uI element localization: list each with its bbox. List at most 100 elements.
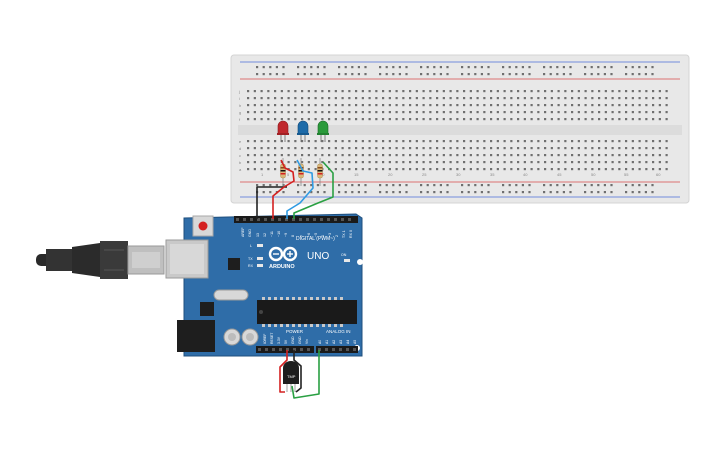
breadboard-hole[interactable] xyxy=(467,73,470,76)
breadboard-hole[interactable] xyxy=(409,161,412,164)
breadboard-hole[interactable] xyxy=(402,147,405,150)
breadboard-hole[interactable] xyxy=(402,161,405,164)
usb-cable[interactable] xyxy=(36,241,165,279)
breadboard-hole[interactable] xyxy=(260,118,263,121)
breadboard-hole[interactable] xyxy=(280,90,283,93)
breadboard-hole[interactable] xyxy=(490,97,493,100)
breadboard-hole[interactable] xyxy=(625,147,628,150)
breadboard-hole[interactable] xyxy=(402,90,405,93)
breadboard-hole[interactable] xyxy=(269,73,272,76)
breadboard-hole[interactable] xyxy=(631,154,634,157)
breadboard-hole[interactable] xyxy=(402,140,405,143)
breadboard-hole[interactable] xyxy=(375,118,378,121)
breadboard-hole[interactable] xyxy=(543,73,546,76)
breadboard-hole[interactable] xyxy=(611,97,614,100)
breadboard-hole[interactable] xyxy=(321,161,324,164)
breadboard-hole[interactable] xyxy=(517,97,520,100)
breadboard-hole[interactable] xyxy=(483,111,486,114)
breadboard-hole[interactable] xyxy=(557,97,560,100)
breadboard-hole[interactable] xyxy=(405,184,408,187)
breadboard-hole[interactable] xyxy=(571,154,574,157)
breadboard-hole[interactable] xyxy=(301,104,304,107)
breadboard-hole[interactable] xyxy=(297,184,300,187)
breadboard-hole[interactable] xyxy=(483,104,486,107)
breadboard-hole[interactable] xyxy=(577,111,580,114)
breadboard-hole[interactable] xyxy=(503,154,506,157)
black-ground-wire[interactable] xyxy=(256,186,287,219)
breadboard-hole[interactable] xyxy=(523,168,526,171)
breadboard-hole[interactable] xyxy=(469,97,472,100)
breadboard-hole[interactable] xyxy=(439,184,442,187)
breadboard-hole[interactable] xyxy=(357,66,360,69)
breadboard-hole[interactable] xyxy=(543,184,546,187)
breadboard-hole[interactable] xyxy=(301,154,304,157)
breadboard-hole[interactable] xyxy=(569,191,572,194)
breadboard-hole[interactable] xyxy=(395,90,398,93)
breadboard-hole[interactable] xyxy=(436,104,439,107)
green-led[interactable] xyxy=(317,120,329,142)
breadboard-hole[interactable] xyxy=(550,168,553,171)
breadboard-hole[interactable] xyxy=(523,140,526,143)
breadboard-hole[interactable] xyxy=(338,184,341,187)
breadboard-hole[interactable] xyxy=(591,97,594,100)
breadboard-hole[interactable] xyxy=(388,97,391,100)
breadboard-hole[interactable] xyxy=(395,140,398,143)
breadboard-hole[interactable] xyxy=(368,154,371,157)
breadboard-hole[interactable] xyxy=(598,97,601,100)
breadboard-hole[interactable] xyxy=(562,73,565,76)
breadboard-hole[interactable] xyxy=(402,97,405,100)
breadboard-hole[interactable] xyxy=(517,118,520,121)
breadboard-hole[interactable] xyxy=(638,97,641,100)
breadboard-hole[interactable] xyxy=(517,111,520,114)
breadboard-hole[interactable] xyxy=(508,73,511,76)
breadboard-hole[interactable] xyxy=(463,118,466,121)
breadboard-hole[interactable] xyxy=(402,104,405,107)
breadboard-hole[interactable] xyxy=(638,154,641,157)
breadboard-hole[interactable] xyxy=(446,73,449,76)
breadboard-hole[interactable] xyxy=(361,161,364,164)
breadboard-hole[interactable] xyxy=(328,90,331,93)
breadboard-hole[interactable] xyxy=(530,161,533,164)
breadboard-hole[interactable] xyxy=(598,161,601,164)
breadboard-hole[interactable] xyxy=(341,168,344,171)
breadboard-hole[interactable] xyxy=(556,191,559,194)
breadboard-hole[interactable] xyxy=(480,73,483,76)
breadboard-hole[interactable] xyxy=(321,154,324,157)
breadboard-hole[interactable] xyxy=(571,147,574,150)
breadboard-hole[interactable] xyxy=(334,90,337,93)
breadboard-hole[interactable] xyxy=(323,184,326,187)
breadboard-hole[interactable] xyxy=(456,90,459,93)
breadboard-hole[interactable] xyxy=(645,118,648,121)
breadboard-hole[interactable] xyxy=(247,147,250,150)
breadboard-hole[interactable] xyxy=(476,104,479,107)
breadboard-hole[interactable] xyxy=(564,90,567,93)
breadboard-hole[interactable] xyxy=(426,191,429,194)
breadboard-hole[interactable] xyxy=(469,161,472,164)
breadboard-hole[interactable] xyxy=(429,118,432,121)
breadboard-hole[interactable] xyxy=(625,118,628,121)
breadboard-hole[interactable] xyxy=(523,161,526,164)
breadboard-hole[interactable] xyxy=(310,66,313,69)
breadboard-hole[interactable] xyxy=(604,111,607,114)
breadboard-hole[interactable] xyxy=(665,147,668,150)
breadboard-hole[interactable] xyxy=(618,161,621,164)
breadboard-hole[interactable] xyxy=(351,66,354,69)
breadboard-hole[interactable] xyxy=(463,140,466,143)
breadboard-hole[interactable] xyxy=(328,104,331,107)
breadboard-hole[interactable] xyxy=(375,97,378,100)
breadboard-hole[interactable] xyxy=(610,66,613,69)
breadboard-hole[interactable] xyxy=(301,90,304,93)
breadboard-hole[interactable] xyxy=(461,184,464,187)
breadboard-hole[interactable] xyxy=(604,97,607,100)
breadboard-hole[interactable] xyxy=(610,184,613,187)
breadboard-hole[interactable] xyxy=(515,184,518,187)
breadboard-hole[interactable] xyxy=(523,147,526,150)
breadboard-hole[interactable] xyxy=(528,184,531,187)
breadboard-hole[interactable] xyxy=(631,191,634,194)
breadboard-hole[interactable] xyxy=(355,111,358,114)
breadboard-hole[interactable] xyxy=(658,97,661,100)
breadboard-hole[interactable] xyxy=(474,73,477,76)
breadboard-hole[interactable] xyxy=(422,97,425,100)
breadboard-hole[interactable] xyxy=(530,90,533,93)
breadboard-hole[interactable] xyxy=(429,161,432,164)
